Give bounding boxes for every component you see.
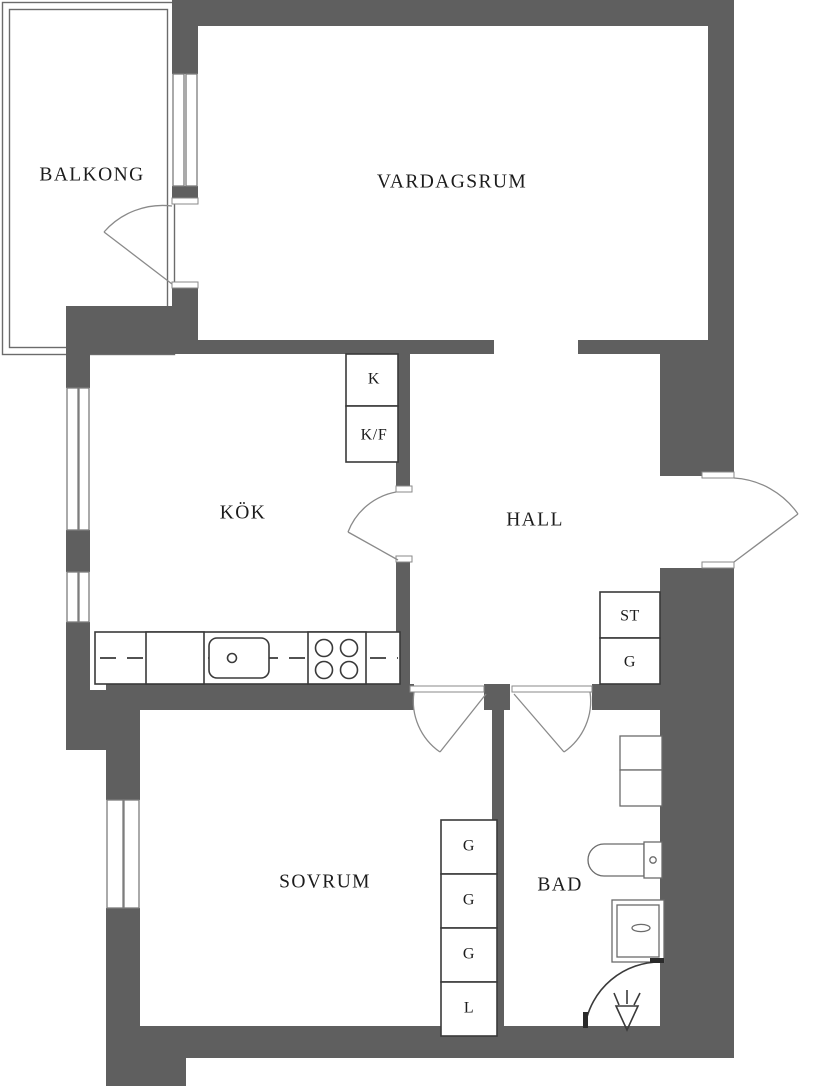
room-label-balkong: BALKONG: [39, 164, 144, 185]
closet-label-kitchen-kf: K/F: [361, 427, 388, 444]
bath-toilet: [587, 841, 663, 879]
closet-box-sovrum-g2: [440, 873, 498, 929]
kitchen-sink: [208, 637, 270, 679]
room-label-hall: HALL: [506, 509, 564, 530]
kitchen-closets: [345, 353, 399, 463]
closet-labels: K K/F ST G G G G L: [361, 371, 640, 1017]
bathroom-door[interactable]: [511, 685, 593, 753]
burner-4: [339, 660, 359, 680]
wall-left-kitchen-mullion: [66, 530, 90, 572]
closet-label-hall-g: G: [624, 654, 636, 671]
windows: [66, 73, 198, 909]
closet-box-kitchen-kf: [345, 405, 399, 463]
room-label-bad: BAD: [537, 874, 582, 895]
closet-box-sovrum-l: [440, 981, 498, 1037]
wall-bottom-left-step: [106, 1026, 186, 1086]
bath-cabinet-lower: [619, 769, 663, 807]
bathroom-fixtures: [583, 735, 665, 1032]
wall-kitchen-right-upper: [396, 352, 410, 486]
closet-label-sovrum-l: L: [464, 1000, 474, 1017]
kitchen-fixtures: [94, 631, 401, 685]
closet-box-sovrum-g1: [440, 819, 498, 875]
bedroom-closets: [440, 819, 498, 1037]
walls: [66, 0, 734, 1086]
window-kitchen-lower: [66, 571, 90, 623]
closet-label-sovrum-g2: G: [463, 892, 475, 909]
kitchen-sink-drain: [226, 652, 238, 664]
burner-3: [314, 660, 334, 680]
room-label-sovrum: SOVRUM: [279, 871, 371, 892]
window-bedroom: [106, 799, 140, 909]
wall-kitchen-bedroom-divider: [106, 684, 414, 710]
balcony-area: [1, 1, 176, 356]
wall-kitchen-living-divider: [90, 340, 494, 354]
wall-top: [172, 0, 734, 26]
burner-1: [314, 638, 334, 658]
bath-cabinet-upper: [619, 735, 663, 771]
room-label-kok: KÖK: [220, 502, 266, 523]
wall-hall-bottom-right: [592, 684, 660, 710]
closet-label-hall-st: ST: [620, 608, 640, 625]
closet-label-sovrum-g3: G: [463, 946, 475, 963]
balcony-inner-outline: [8, 8, 169, 349]
bath-shower-arc: [583, 958, 664, 1028]
entrance-door[interactable]: [701, 471, 799, 569]
room-labels: BALKONG VARDAGSRUM KÖK HALL SOVRUM BAD: [39, 164, 582, 895]
room-label-vardagsrum: VARDAGSRUM: [377, 171, 527, 192]
doors: [103, 197, 799, 753]
bath-floor-drain: [613, 990, 641, 1032]
closet-label-kitchen-k: K: [368, 371, 380, 388]
wall-right-outer-mid: [708, 340, 734, 472]
closet-box-hall-g: [599, 637, 661, 685]
hall-closets: [599, 591, 661, 685]
closet-box-sovrum-g3: [440, 927, 498, 983]
wall-living-left-upper: [172, 0, 198, 74]
window-balcony-upper: [172, 73, 198, 187]
balcony-door[interactable]: [103, 197, 199, 289]
wall-right-upper: [708, 0, 734, 352]
bedroom-door[interactable]: [409, 685, 487, 753]
wall-living-left-sill: [172, 186, 198, 200]
window-kitchen-upper: [66, 387, 90, 531]
closet-box-kitchen-k: [345, 353, 399, 407]
bath-washbasin: [611, 899, 665, 963]
burner-2: [339, 638, 359, 658]
wall-bottom: [106, 1026, 734, 1058]
wall-right-lower: [660, 568, 734, 1058]
closet-label-sovrum-g1: G: [463, 838, 475, 855]
kitchen-door[interactable]: [347, 485, 413, 563]
wall-hall-right-upper: [660, 340, 708, 476]
wall-left-kitchen-pier1: [66, 340, 90, 388]
kitchen-stove: [307, 631, 367, 685]
wall-living-left-lower: [172, 286, 198, 308]
kitchen-cabinet-module: [145, 631, 205, 685]
